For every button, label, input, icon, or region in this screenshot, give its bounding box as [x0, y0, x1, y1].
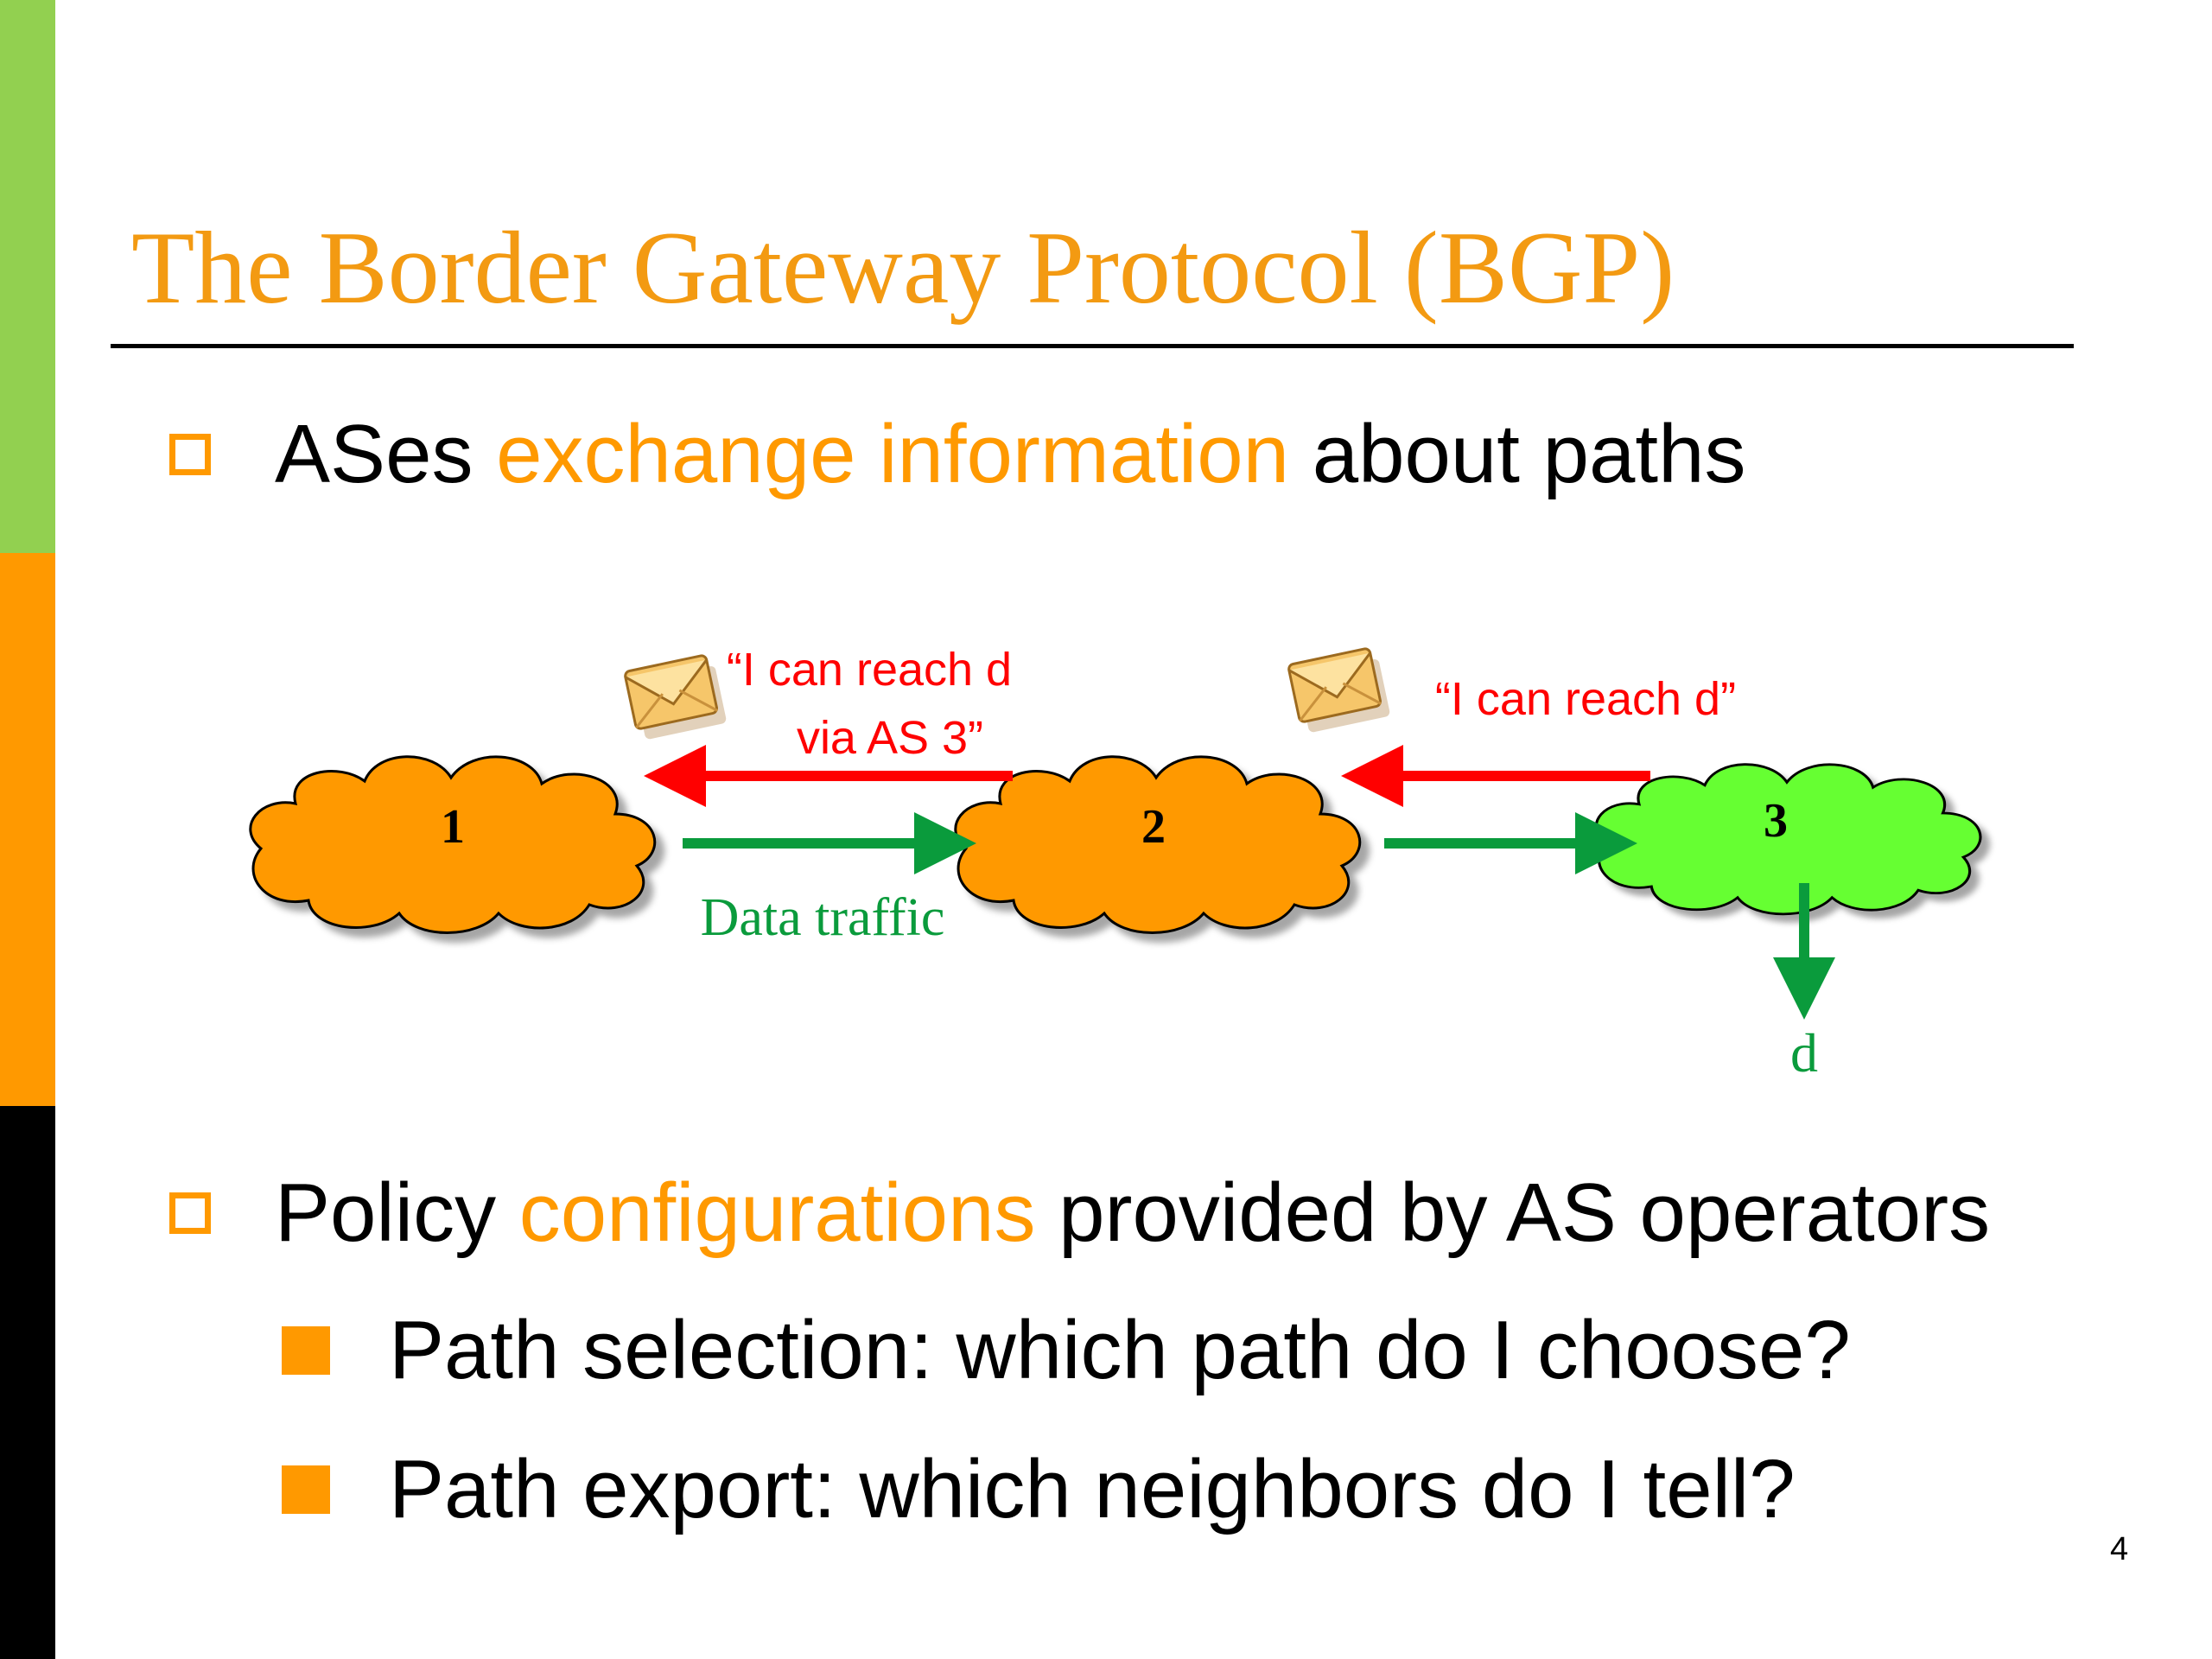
as1-label: 1 [441, 800, 465, 854]
as3-cloud [1594, 763, 1982, 916]
title-underline [111, 344, 2074, 348]
bullet-text-part: ASes [275, 408, 474, 500]
sub-bullet-path-export: Path export: which neighbors do I tell? [282, 1448, 1796, 1531]
sub-bullet-text: Path selection: which path do I choose? [389, 1304, 1851, 1396]
sub-bullet-text: Path export: which neighbors do I tell? [389, 1443, 1796, 1535]
filled-square-bullet-icon [282, 1465, 330, 1514]
envelope-icon [1287, 647, 1390, 733]
sidebar-orange-band [0, 553, 55, 1106]
bullet-policy-configurations: Policy configurations provided by AS ope… [169, 1172, 1990, 1255]
sub-bullet-path-selection: Path selection: which path do I choose? [282, 1309, 1851, 1392]
as2-label: 2 [1141, 800, 1166, 854]
bullet-highlight-text: configurations [518, 1166, 1036, 1259]
announcement-text-right: “I can reach d” [1435, 673, 1736, 725]
bullet-text-part: about paths [1312, 408, 1746, 500]
data-traffic-label: Data traffic [701, 888, 945, 947]
announcement-text-left-line1: “I can reach d [727, 644, 1012, 696]
hollow-square-bullet-icon [169, 1192, 211, 1234]
sidebar-green-band [0, 0, 55, 553]
as3-label: 3 [1764, 794, 1788, 848]
filled-square-bullet-icon [282, 1326, 330, 1375]
page-number: 4 [2110, 1531, 2129, 1567]
slide-title: The Border Gateway Protocol (BGP) [131, 210, 1675, 325]
announcement-text-left-line2: via AS 3” [797, 712, 983, 764]
bullet-ases-exchange: ASes exchange information about paths [169, 413, 1745, 496]
bullet-highlight-text: exchange information [496, 408, 1290, 500]
bullet-text-part: Policy [275, 1166, 497, 1259]
sidebar-black-band [0, 1106, 55, 1659]
destination-label: d [1790, 1022, 1818, 1084]
hollow-square-bullet-icon [169, 434, 211, 475]
bullet-text-part: provided by AS operators [1058, 1166, 1991, 1259]
envelope-icon [624, 654, 727, 740]
